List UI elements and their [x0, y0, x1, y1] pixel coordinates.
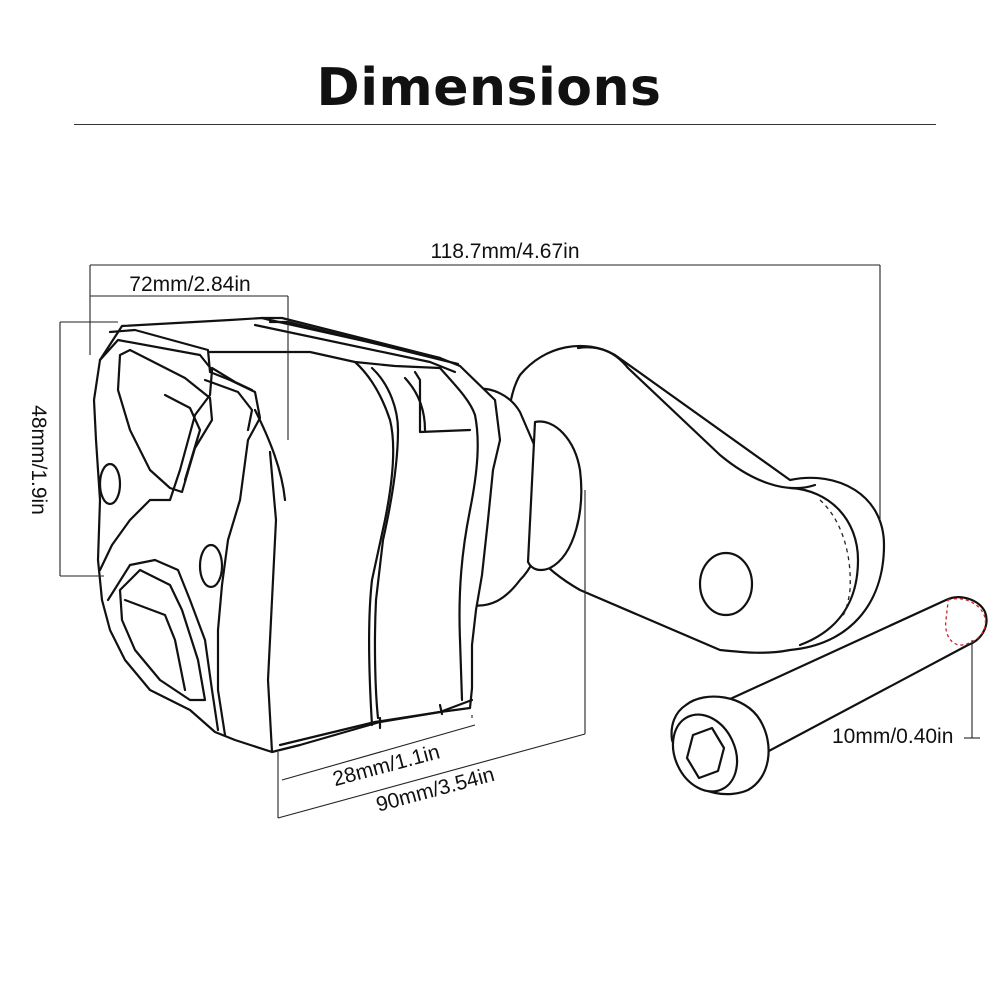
dim-overall-length: 118.7mm/4.67in [430, 240, 579, 263]
page-title: Dimensions [316, 58, 662, 118]
dim-height: 48mm/1.9in [27, 405, 50, 515]
hex-bolt [670, 596, 988, 796]
title-divider [74, 124, 936, 125]
end-hole-left [98, 462, 122, 506]
slider-body [92, 316, 502, 754]
dimension-lines [59, 264, 980, 819]
dim-body-width: 72mm/2.84in [129, 273, 250, 296]
bracket-hole [698, 551, 754, 617]
dim-bolt-diameter: 10mm/0.40in [832, 725, 953, 748]
hex-socket [685, 726, 726, 780]
end-hole-right [198, 543, 224, 589]
